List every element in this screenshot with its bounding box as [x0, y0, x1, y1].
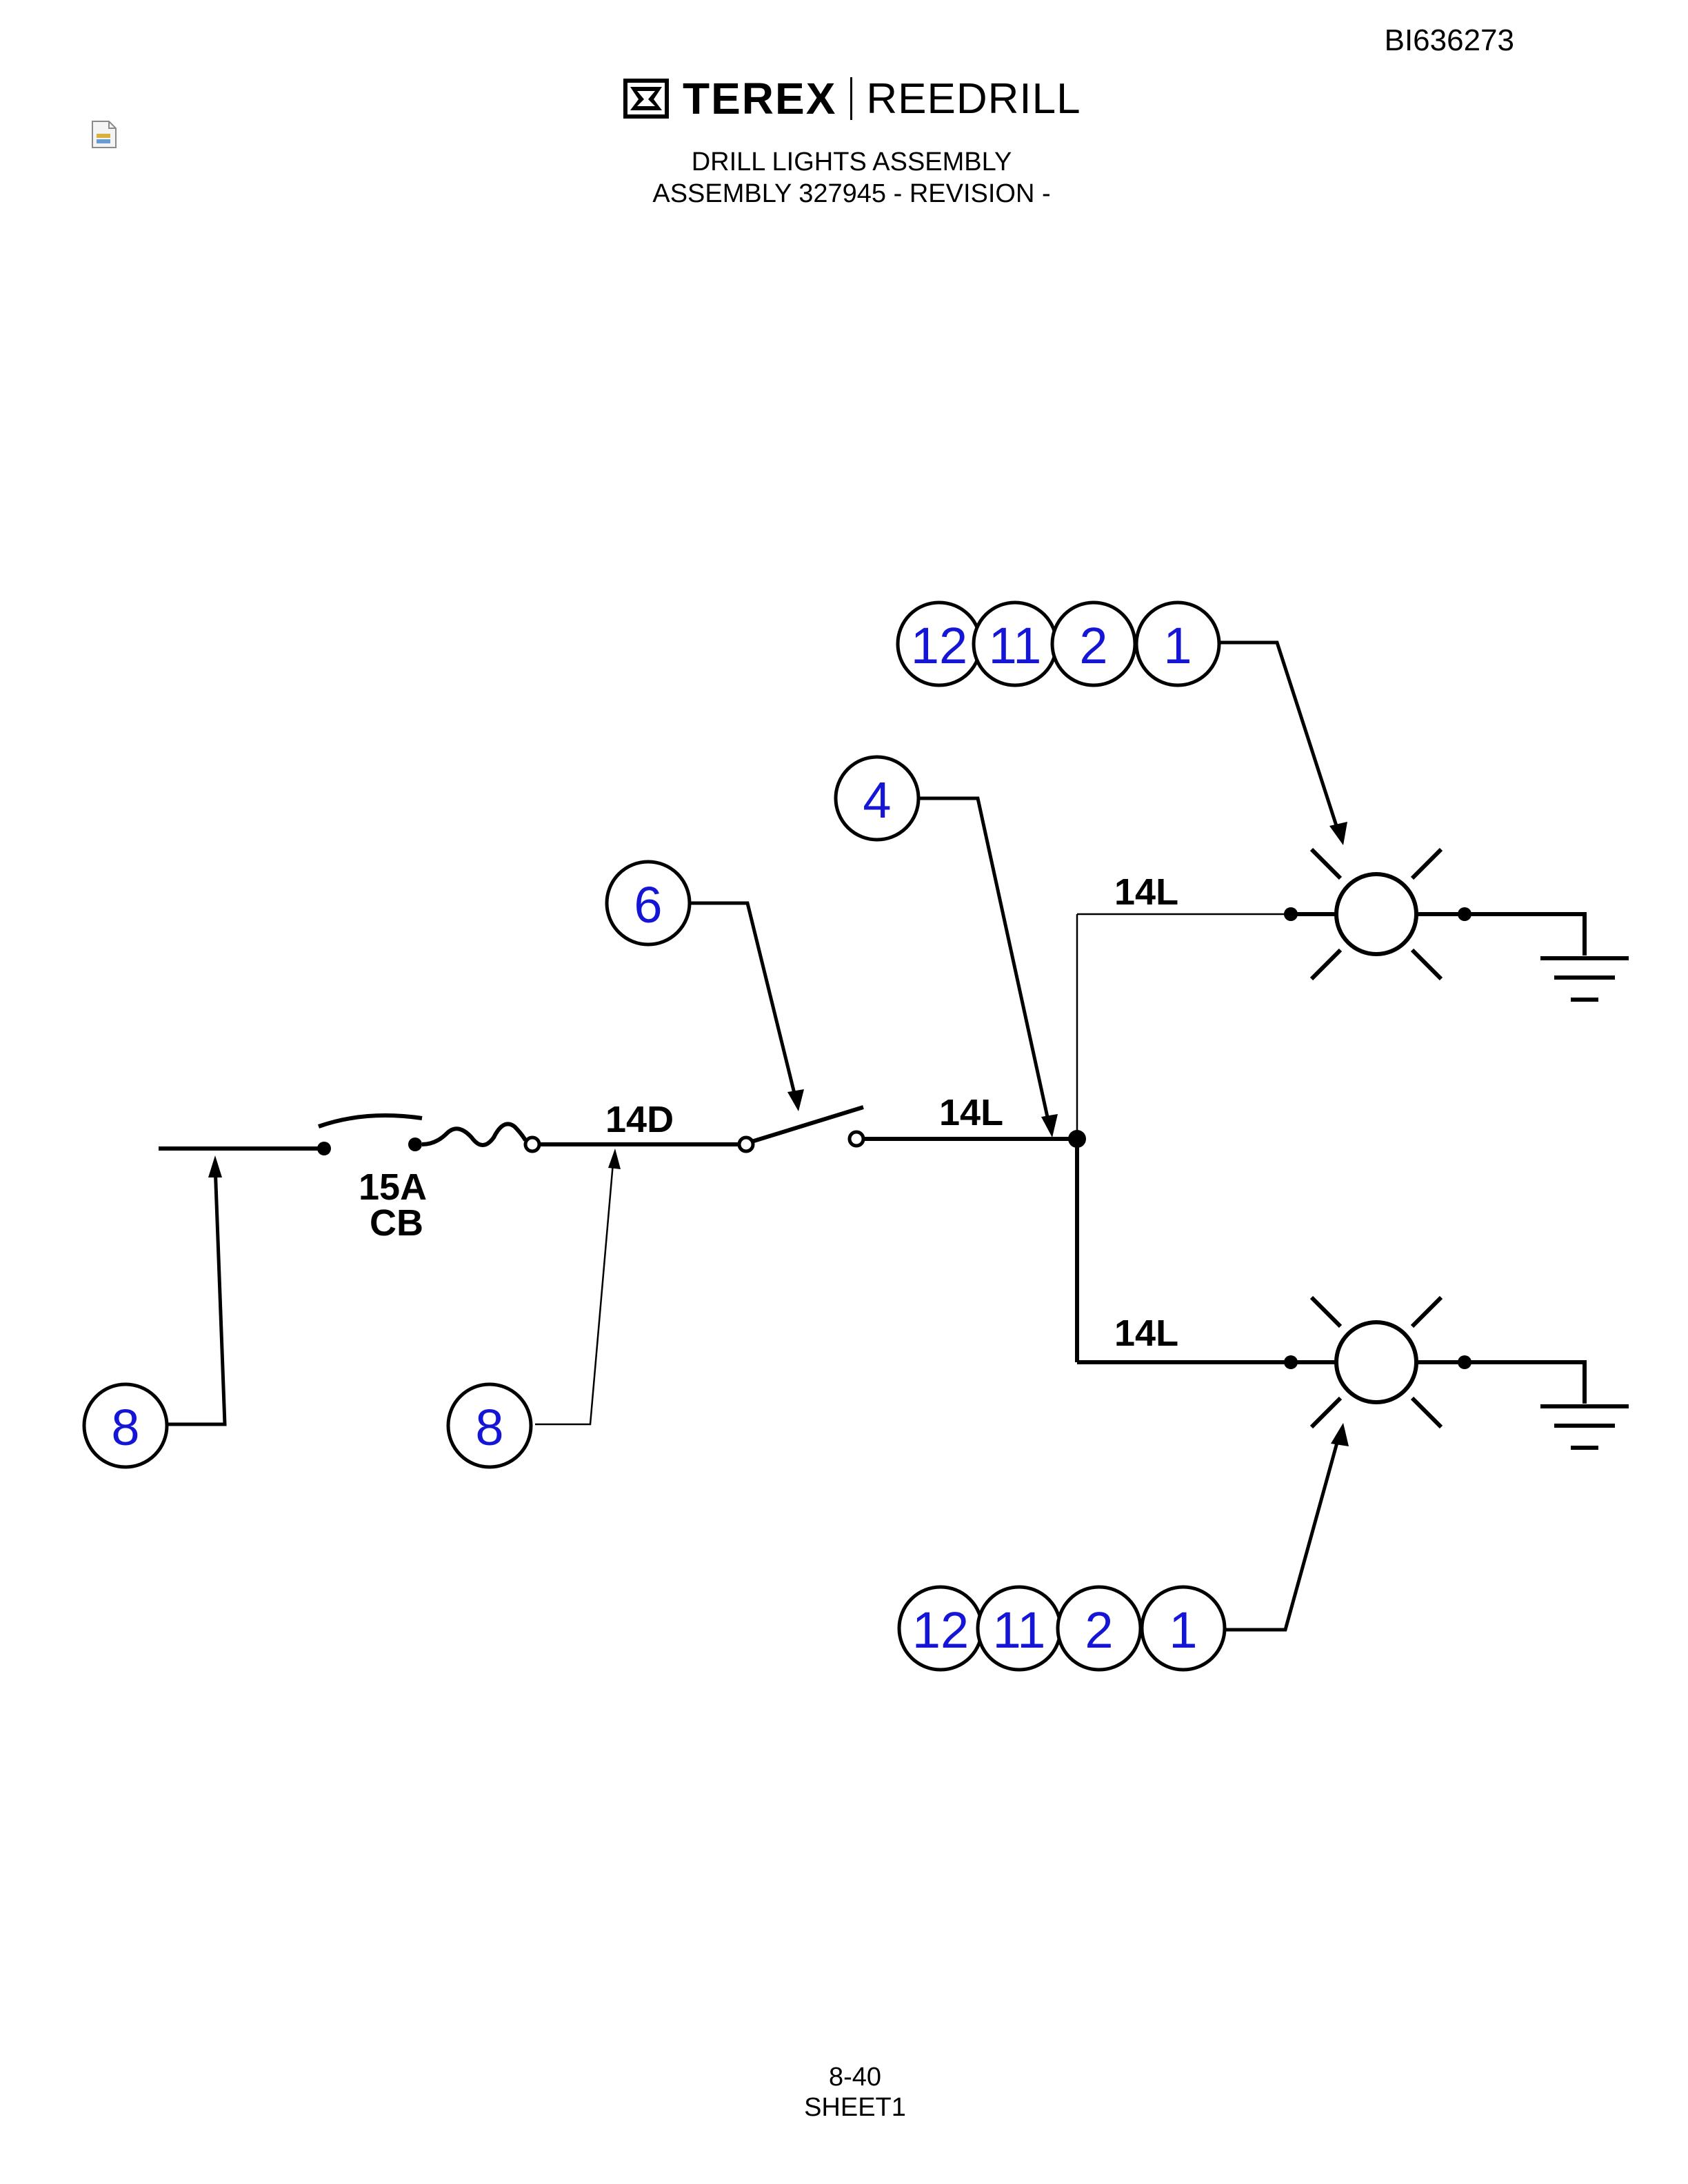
brand-logo: TEREX REEDRILL — [622, 74, 1081, 123]
leader-junction — [920, 796, 1052, 1127]
callout-number: 12 — [912, 1601, 969, 1659]
leader-arrow — [608, 1149, 621, 1169]
terex-logo-icon — [623, 79, 669, 119]
fuse-terminal — [523, 1135, 541, 1153]
leader-arrow — [787, 1089, 804, 1111]
leader-arrow — [1329, 822, 1347, 845]
upper-light-bulb — [1334, 872, 1418, 956]
leader-arrow — [208, 1155, 222, 1177]
cb-name-label: CB — [370, 1202, 423, 1244]
wire-14l-upper-label: 14L — [1114, 871, 1178, 913]
upper-ground-wire — [1465, 912, 1587, 956]
callout-number: 1 — [1169, 1601, 1197, 1659]
lower-light-ray — [1309, 1295, 1343, 1328]
callout-number: 8 — [475, 1399, 503, 1456]
lower-light-ray — [1309, 1396, 1343, 1429]
callout-number: 11 — [989, 617, 1042, 674]
circuit-breaker-arm — [318, 1113, 423, 1129]
document-id: BI636273 — [1384, 23, 1514, 57]
drawing-title: DRILL LIGHTS ASSEMBLY — [691, 148, 1012, 176]
callout-number: 4 — [863, 771, 891, 829]
callout-number: 6 — [634, 876, 662, 933]
switch-blade — [751, 1105, 864, 1144]
cb-terminal-left — [317, 1142, 331, 1155]
callout-group-lower-light: 12 11 2 1 — [897, 1585, 1227, 1672]
leader-switch — [691, 901, 798, 1100]
switch-terminal-right — [847, 1130, 865, 1148]
leader-left-input — [168, 1164, 227, 1426]
switch-terminal-left — [737, 1135, 755, 1153]
lower-light-bulb — [1334, 1320, 1418, 1404]
upper-light-ray — [1410, 847, 1443, 880]
callout-junction: 4 — [834, 755, 921, 842]
lower-ground-wire — [1465, 1360, 1587, 1404]
brand-name: TEREX — [683, 74, 837, 123]
leader-arrow — [1041, 1114, 1058, 1138]
page-number: 8-40 — [828, 2063, 882, 2092]
wire-14d-label: 14D — [605, 1099, 674, 1140]
callout-number: 2 — [1079, 617, 1107, 674]
callout-left-input: 8 — [82, 1382, 169, 1469]
wire-14l-main-label: 14L — [939, 1092, 1003, 1133]
leader-lower-light — [1226, 1435, 1341, 1632]
fuse-element — [421, 1122, 528, 1147]
upper-light-ray — [1410, 948, 1443, 981]
brand-divider — [850, 77, 853, 120]
lower-light-ray — [1410, 1396, 1443, 1429]
callout-number: 2 — [1085, 1601, 1113, 1659]
lower-light-ray — [1410, 1295, 1443, 1328]
upper-light-ray — [1309, 948, 1343, 981]
upper-light-ray — [1309, 847, 1343, 880]
callout-switch: 6 — [605, 860, 692, 947]
leader-upper-light — [1220, 640, 1341, 835]
leader-arrow — [1331, 1423, 1349, 1446]
callout-number: 8 — [111, 1399, 139, 1456]
callout-number: 1 — [1163, 617, 1192, 674]
drawing-subtitle: ASSEMBLY 327945 - REVISION - — [652, 179, 1051, 208]
leader-cb-output — [535, 1155, 615, 1426]
callout-number: 12 — [911, 617, 967, 674]
sub-brand-name: REEDRILL — [866, 74, 1081, 123]
document-icon[interactable] — [91, 120, 117, 149]
cb-rating-label: 15A — [359, 1166, 427, 1208]
callout-cb-output: 8 — [446, 1382, 533, 1469]
cb-terminal-right — [408, 1138, 422, 1151]
callout-group-upper-light: 12 11 2 1 — [896, 600, 1221, 687]
callout-number: 11 — [993, 1601, 1046, 1659]
wire-14l-lower-label: 14L — [1114, 1313, 1178, 1354]
sheet-label: SHEET1 — [804, 2093, 906, 2122]
